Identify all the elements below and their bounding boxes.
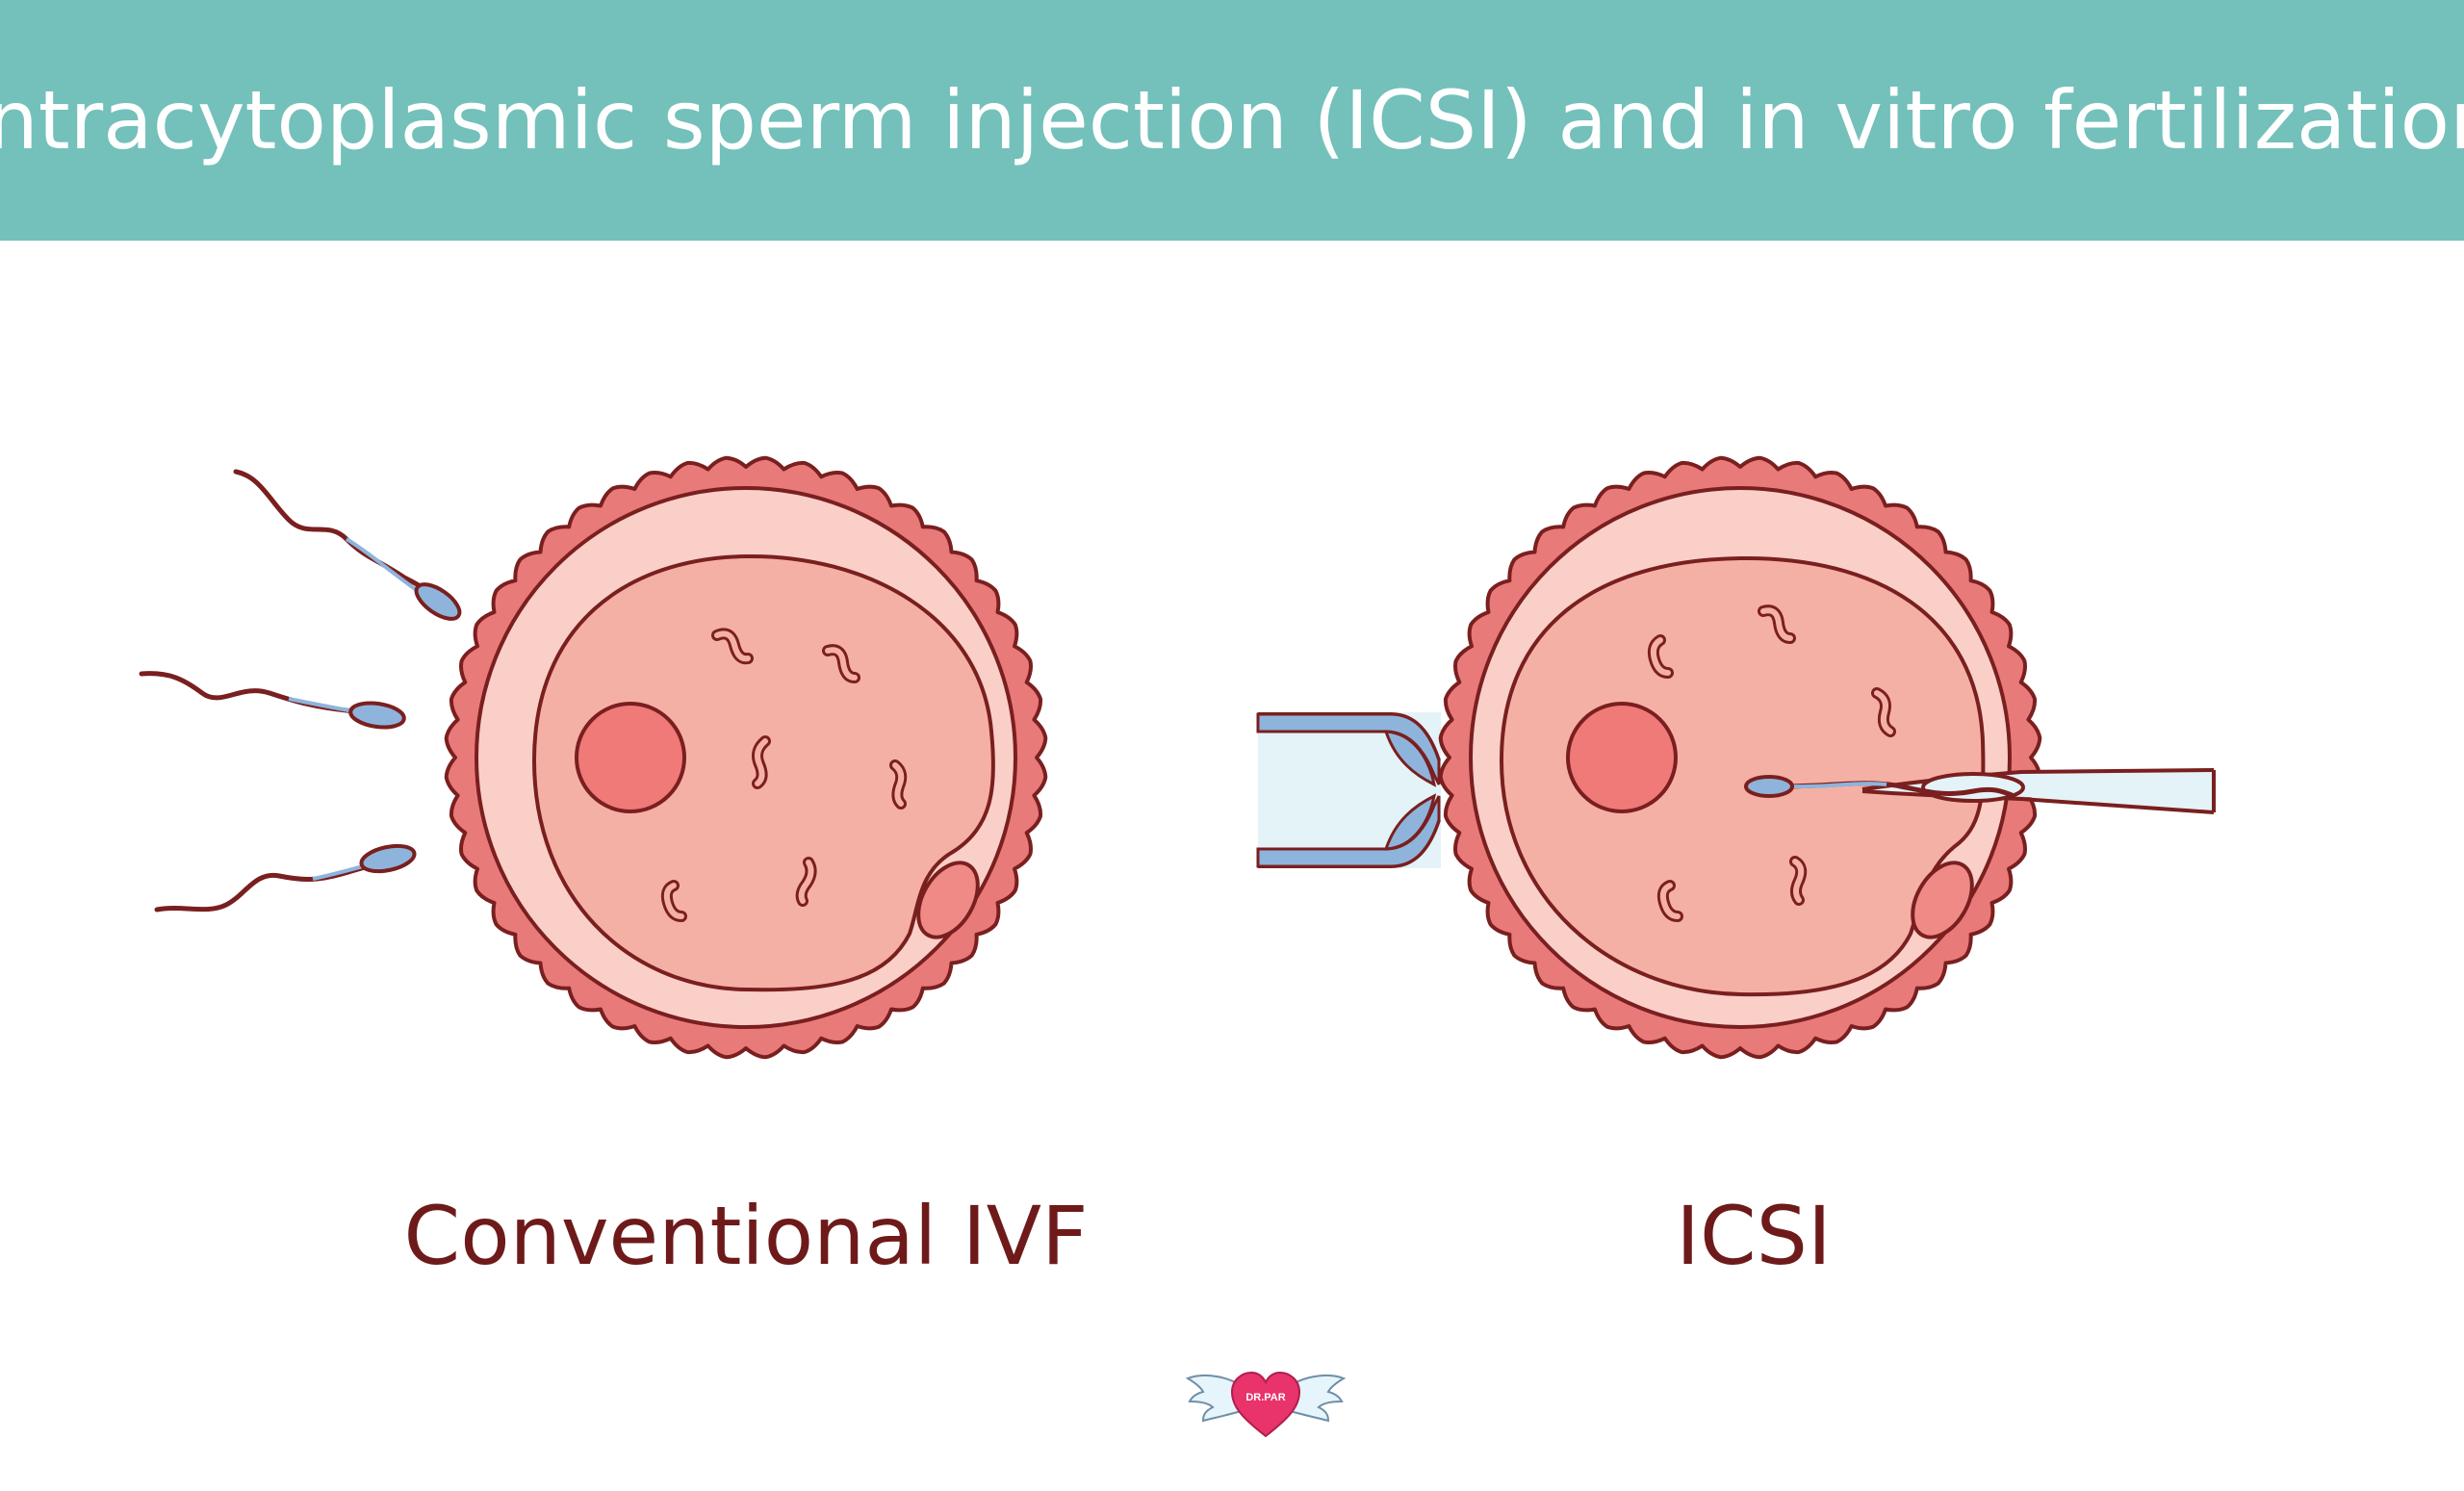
- sperm-cell: [154, 843, 417, 913]
- injected-sperm: [1744, 775, 2015, 798]
- brand-logo: DR.PAR: [1185, 1371, 1347, 1438]
- sperm-cell: [139, 671, 406, 730]
- organelles-fill: [663, 630, 905, 919]
- page-title: Intracytoplasmic sperm injection (ICSI) …: [0, 73, 2464, 167]
- organelles-fill: [1650, 607, 1893, 919]
- nucleus: [1566, 702, 1678, 813]
- nucleus: [575, 702, 686, 813]
- cytoplasm: [1499, 555, 1986, 997]
- holding-pipette: [1256, 712, 1441, 868]
- sperm-group: [139, 469, 462, 913]
- sperm-cell: [233, 469, 462, 621]
- panel-label-icsi: ICSI: [1676, 1189, 1832, 1283]
- polar-body: [1911, 861, 1974, 939]
- header-banner: Intracytoplasmic sperm injection (ICSI) …: [0, 0, 2464, 241]
- panel-label-conventional-ivf: Conventional IVF: [403, 1189, 1089, 1283]
- polar-body: [916, 861, 980, 939]
- heart-icon: [1230, 1371, 1301, 1438]
- ivf-egg: [444, 455, 1048, 1060]
- logo-text: DR.PAR: [1245, 1392, 1285, 1403]
- icsi-egg: [1438, 455, 2042, 1060]
